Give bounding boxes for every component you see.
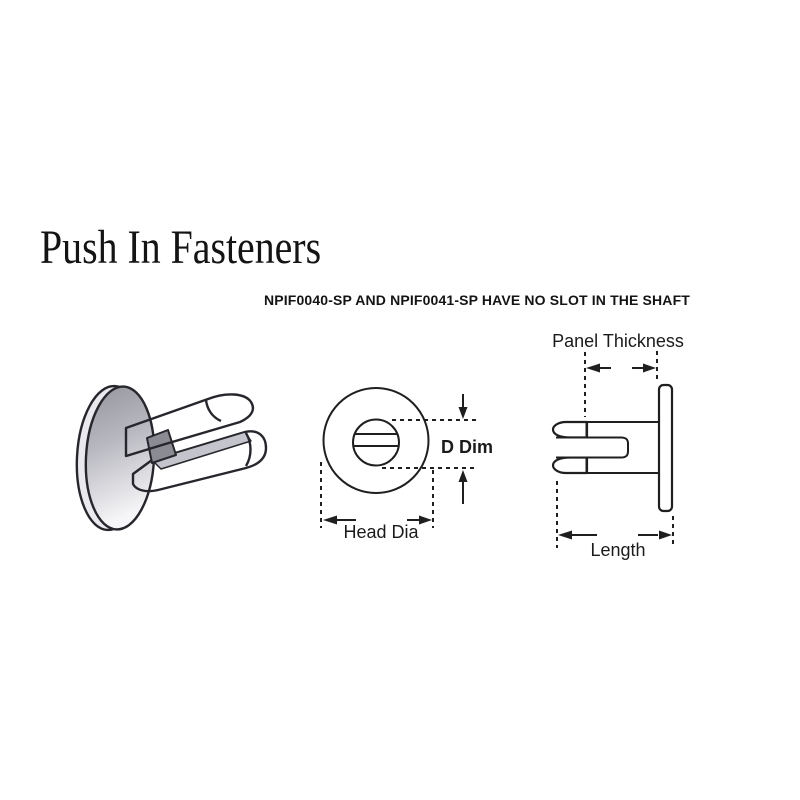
head-dia-arrowhead-left — [323, 515, 337, 525]
head-flange — [657, 383, 674, 513]
d-dim-arrowhead-up — [458, 470, 468, 482]
panel-arrowhead-right — [643, 363, 656, 373]
panel-arrowhead-left — [586, 363, 600, 373]
fastener-front-view: D Dim Head Dia — [320, 387, 493, 542]
length-arrowhead-left — [558, 530, 572, 540]
upper-prong — [124, 393, 255, 458]
shaft-circle — [352, 418, 400, 467]
leg-tip-top — [551, 420, 589, 439]
slot-inner-wall — [146, 429, 177, 464]
leg-tip-bottom — [551, 456, 589, 475]
lower-prong-cap-seam — [244, 432, 252, 467]
shaft-slot-fill — [556, 438, 626, 457]
lower-prong-floor — [151, 431, 252, 470]
head-dia-arrowhead-right — [419, 515, 432, 525]
d-dim-arrowhead-down — [458, 407, 468, 419]
length-arrowhead-right — [659, 530, 672, 540]
fastener-3d-view — [75, 384, 268, 532]
fastener-side-view: Panel Thickness Length — [551, 331, 684, 560]
head-outline-circle — [322, 387, 430, 494]
page-title: Push In Fasteners — [40, 221, 322, 274]
panel-thickness-label: Panel Thickness — [552, 331, 684, 351]
lower-prong — [131, 430, 268, 493]
note-text: NPIF0040-SP AND NPIF0041-SP HAVE NO SLOT… — [264, 292, 690, 308]
head-dia-label: Head Dia — [343, 522, 419, 542]
shaft-slot-outline — [556, 436, 629, 459]
upper-prong-cap-seam — [204, 399, 222, 423]
length-label: Length — [590, 540, 645, 560]
d-dim-label: D Dim — [441, 437, 493, 457]
